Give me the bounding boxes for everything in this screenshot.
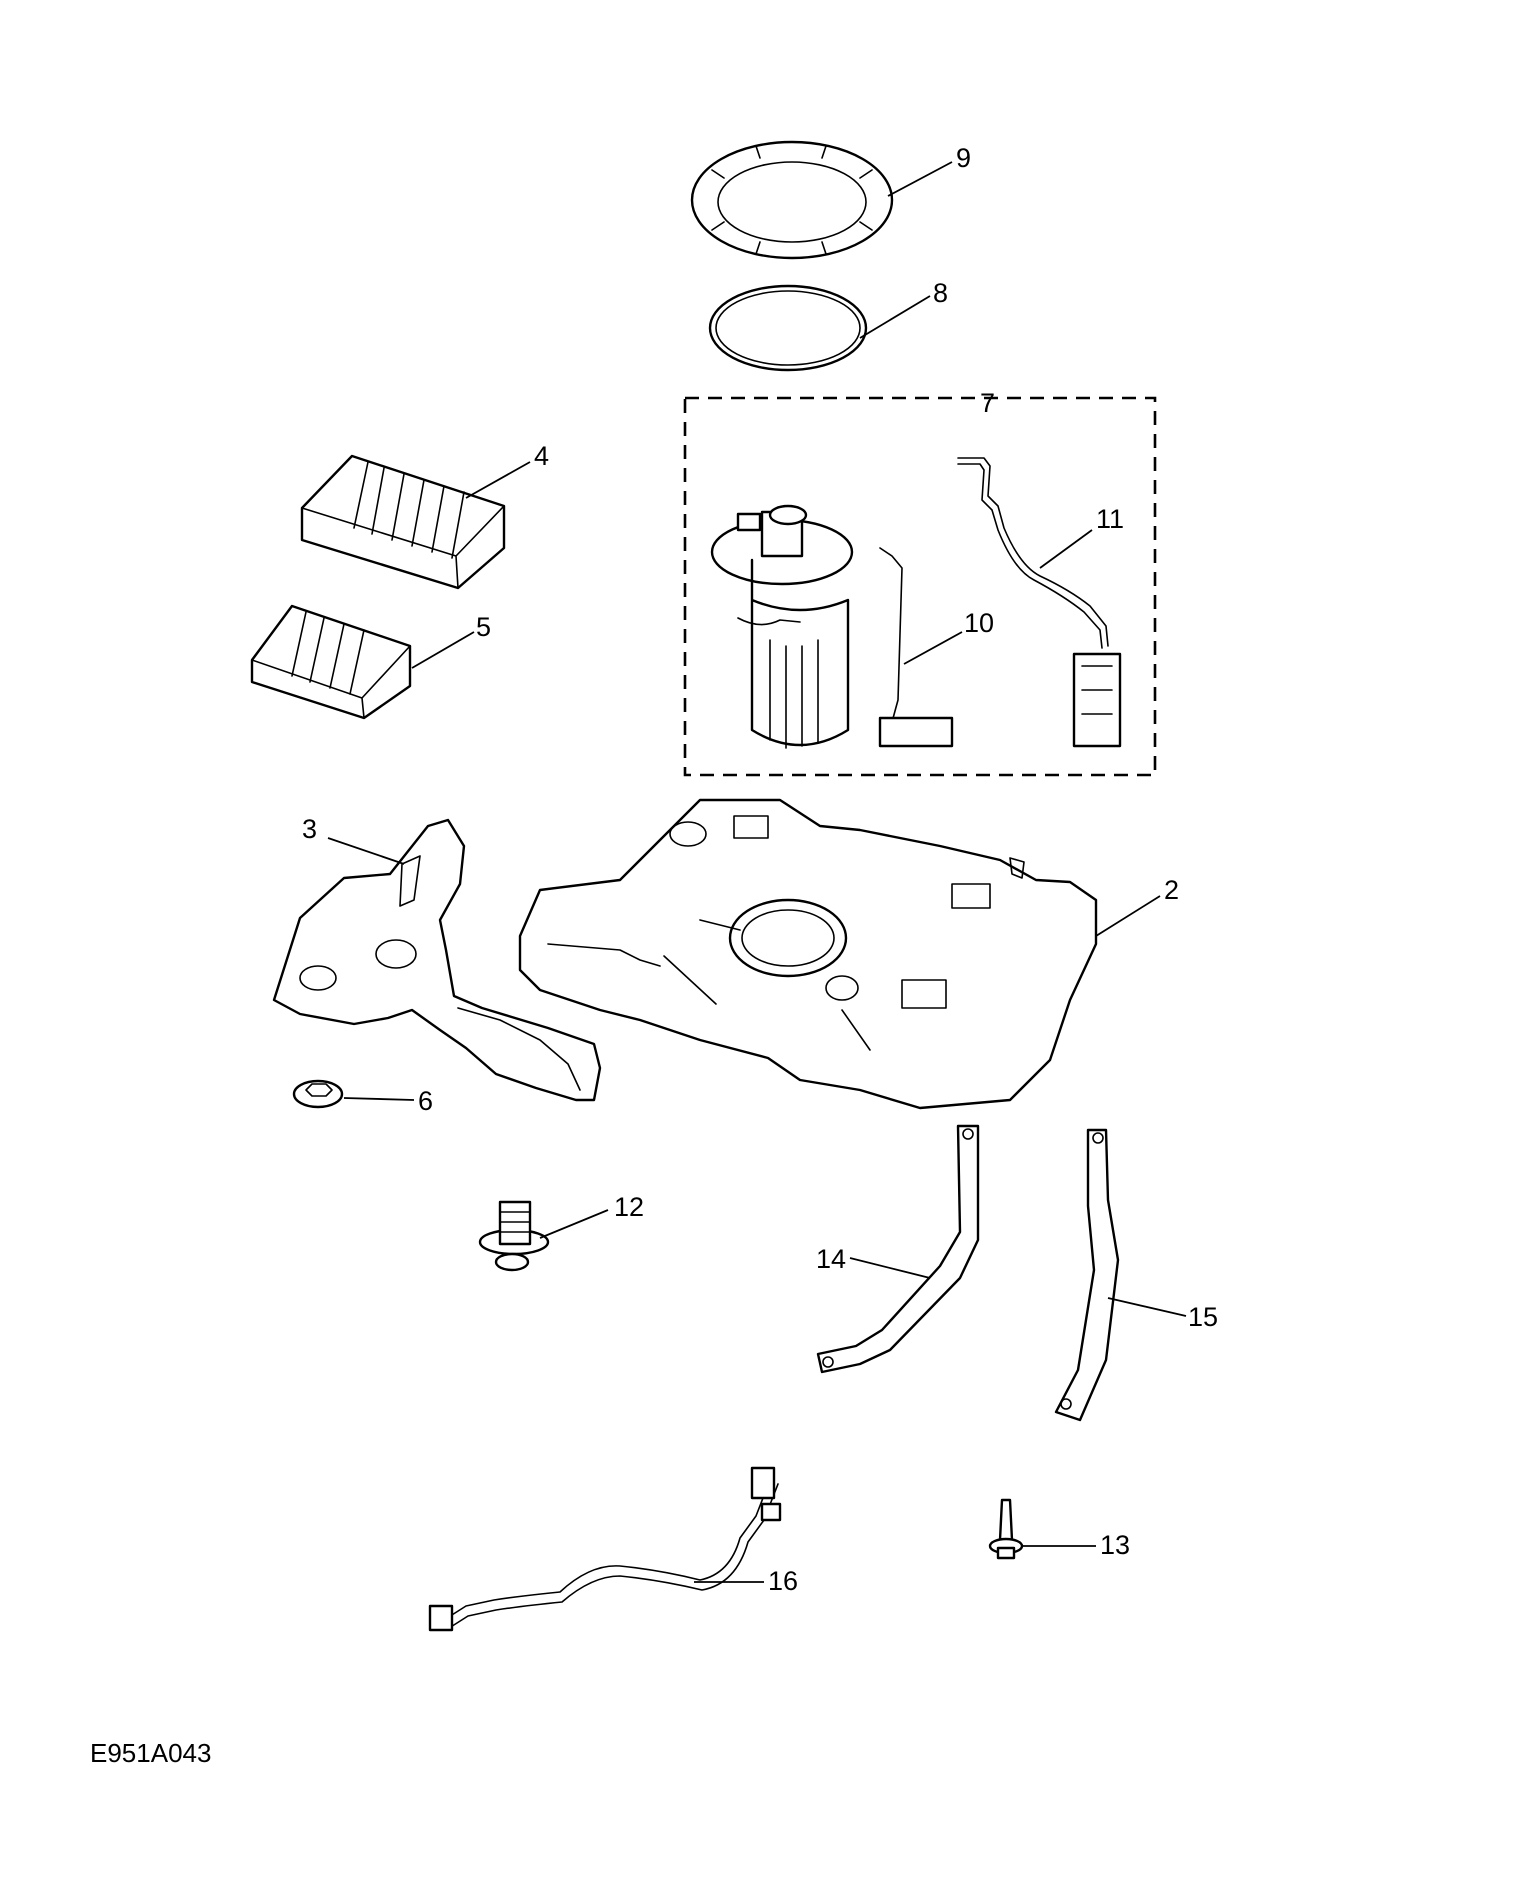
bolt-part [988, 1498, 1024, 1560]
callout-5: 5 [476, 612, 491, 642]
leader-line-11 [1039, 529, 1093, 569]
callout-15: 15 [1188, 1302, 1218, 1332]
leader-line-5 [411, 631, 475, 669]
tank-strap-right-part [1054, 1128, 1120, 1422]
callout-13: 13 [1100, 1530, 1130, 1560]
leader-line-3 [327, 837, 405, 865]
callout-3: 3 [302, 814, 317, 844]
callout-12: 12 [614, 1192, 644, 1222]
leader-line-12 [539, 1209, 609, 1239]
callout-2: 2 [1164, 875, 1179, 905]
fuel-level-sender-part [878, 547, 954, 748]
callout-8: 8 [933, 278, 948, 308]
callout-10: 10 [964, 608, 994, 638]
callout-16: 16 [768, 1566, 798, 1596]
seal-ring-part [708, 284, 868, 372]
leader-line-15 [1107, 1297, 1187, 1317]
callout-6: 6 [418, 1086, 433, 1116]
diagram-reference-code: E951A043 [90, 1738, 212, 1768]
leader-line-8 [859, 295, 931, 339]
callout-4: 4 [534, 441, 549, 471]
wiring-harness-part [957, 457, 1122, 748]
callout-9: 9 [956, 143, 971, 173]
assembly-group-box [683, 396, 1157, 777]
leader-line-2 [1095, 895, 1161, 937]
callout-7: 7 [980, 388, 995, 418]
fitting-plug-part [478, 1200, 550, 1272]
leader-line-9 [887, 161, 953, 197]
fuel-line-part [428, 1466, 782, 1632]
callout-14: 14 [816, 1244, 846, 1274]
callout-11: 11 [1096, 504, 1124, 534]
leader-line-14 [849, 1257, 931, 1279]
leader-line-10 [903, 631, 963, 665]
fuel-tank-part [518, 798, 1098, 1110]
fuel-pump-module [710, 504, 854, 749]
locking-ring-part [690, 140, 894, 260]
insulation-pad-lower-part [250, 604, 412, 720]
heat-shield-part [272, 818, 602, 1102]
nut-part [292, 1079, 344, 1109]
leader-line-4 [465, 461, 531, 499]
insulation-pad-upper-part [300, 454, 506, 590]
leader-line-6 [343, 1097, 415, 1101]
tank-strap-left-part [816, 1124, 980, 1374]
